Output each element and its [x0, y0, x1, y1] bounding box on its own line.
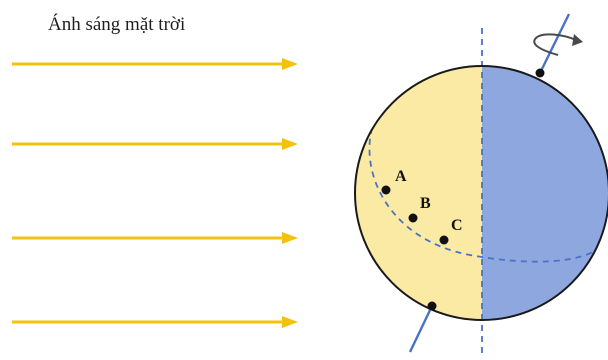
rotation-arrow-icon [533, 33, 583, 56]
south-pole-dot [427, 301, 437, 311]
point-b-label: B [420, 195, 431, 212]
point-c-label: C [451, 217, 463, 234]
point-a-label: A [395, 168, 407, 185]
sunlight-title: Ánh sáng mặt trời [48, 14, 186, 35]
sunlight-arrow [12, 138, 298, 150]
latitude-parallel [368, 127, 608, 263]
night-side [482, 66, 608, 320]
point-b-dot [408, 213, 418, 223]
sunlight-arrows [12, 58, 298, 328]
earth-axis-top [538, 13, 571, 74]
sunlight-arrow [12, 232, 298, 244]
globe-outline [354, 65, 608, 321]
day-side [355, 66, 482, 320]
point-c-dot [439, 235, 449, 245]
sunlight-arrow [12, 316, 298, 328]
point-a-dot [381, 185, 391, 195]
sunlight-arrow [12, 58, 298, 70]
north-pole-dot [535, 68, 545, 78]
earth-axis-bottom [408, 305, 434, 353]
